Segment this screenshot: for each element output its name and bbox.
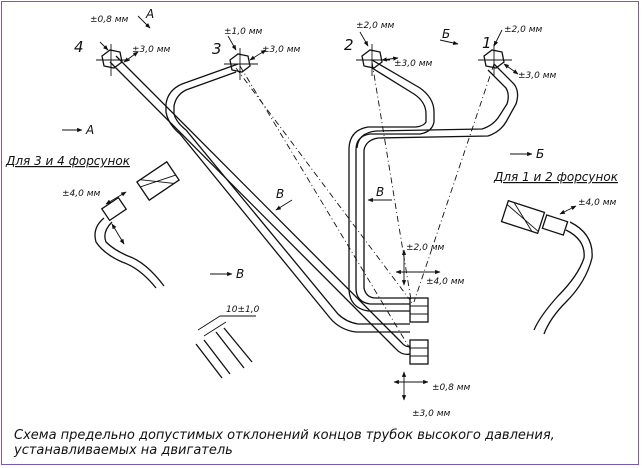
caption-line-1: Схема предельно допустимых отклонений ко… [14,428,555,443]
view-label-a-left: А [85,123,94,137]
view-label-b-right: Б [536,147,544,161]
title-injectors-3-4: Для 3 и 4 форсунок [5,154,131,168]
tol-pump-lower-horiz: ±0,8 мм [432,383,471,393]
tube-4 [109,55,411,356]
label-n4: 4 [74,38,84,56]
tol-n1-side: ±3,0 мм [518,71,557,81]
detail-injector-3-4 [94,160,180,289]
tol-n1-top: ±2,0 мм [504,25,543,35]
nut-4 [96,44,130,76]
tube-3 [165,63,410,333]
dimension-detail [195,315,256,379]
nut-1 [478,44,512,76]
tube-2 [348,59,435,312]
nut-3 [224,48,258,80]
label-n3: 3 [212,40,222,58]
tolerance-lines [235,61,495,353]
tol-n4-top: ±0,8 мм [90,15,129,25]
tol-pump-horiz: ±4,0 мм [426,277,465,287]
tube-1 [356,63,519,299]
view-label-v-center: В [276,187,284,201]
tol-n3-side: ±3,0 мм [262,45,301,55]
title-injectors-1-2: Для 1 и 2 форсунок [493,170,619,184]
view-label-a-top: А [145,7,154,21]
view-label-v-left: В [236,267,244,281]
tol-pump-vert: ±2,0 мм [406,243,445,253]
tol-n3-top: ±1,0 мм [224,27,263,37]
tol-left-detail: ±4,0 мм [62,189,101,199]
caption-line-2: устанавливаемых на двигатель [14,443,233,458]
pump-fitting-lower [409,339,429,365]
detail-injector-1-2 [500,199,593,335]
pump-fitting-upper [409,297,429,323]
tol-n2-top: ±2,0 мм [356,21,395,31]
view-label-v-tube: В [376,185,384,199]
tol-n2-side: ±3,0 мм [394,59,433,69]
label-n2: 2 [344,36,354,54]
tol-n4-side: ±3,0 мм [132,45,171,55]
view-label-b-top: Б [442,27,450,41]
tol-pump-lower-vert: ±3,0 мм [412,409,451,419]
caption: Схема предельно допустимых отклонений ко… [14,428,634,458]
label-n1: 1 [482,34,492,52]
dim-10: 10±1,0 [226,305,260,315]
tol-right-detail: ±4,0 мм [578,198,617,208]
